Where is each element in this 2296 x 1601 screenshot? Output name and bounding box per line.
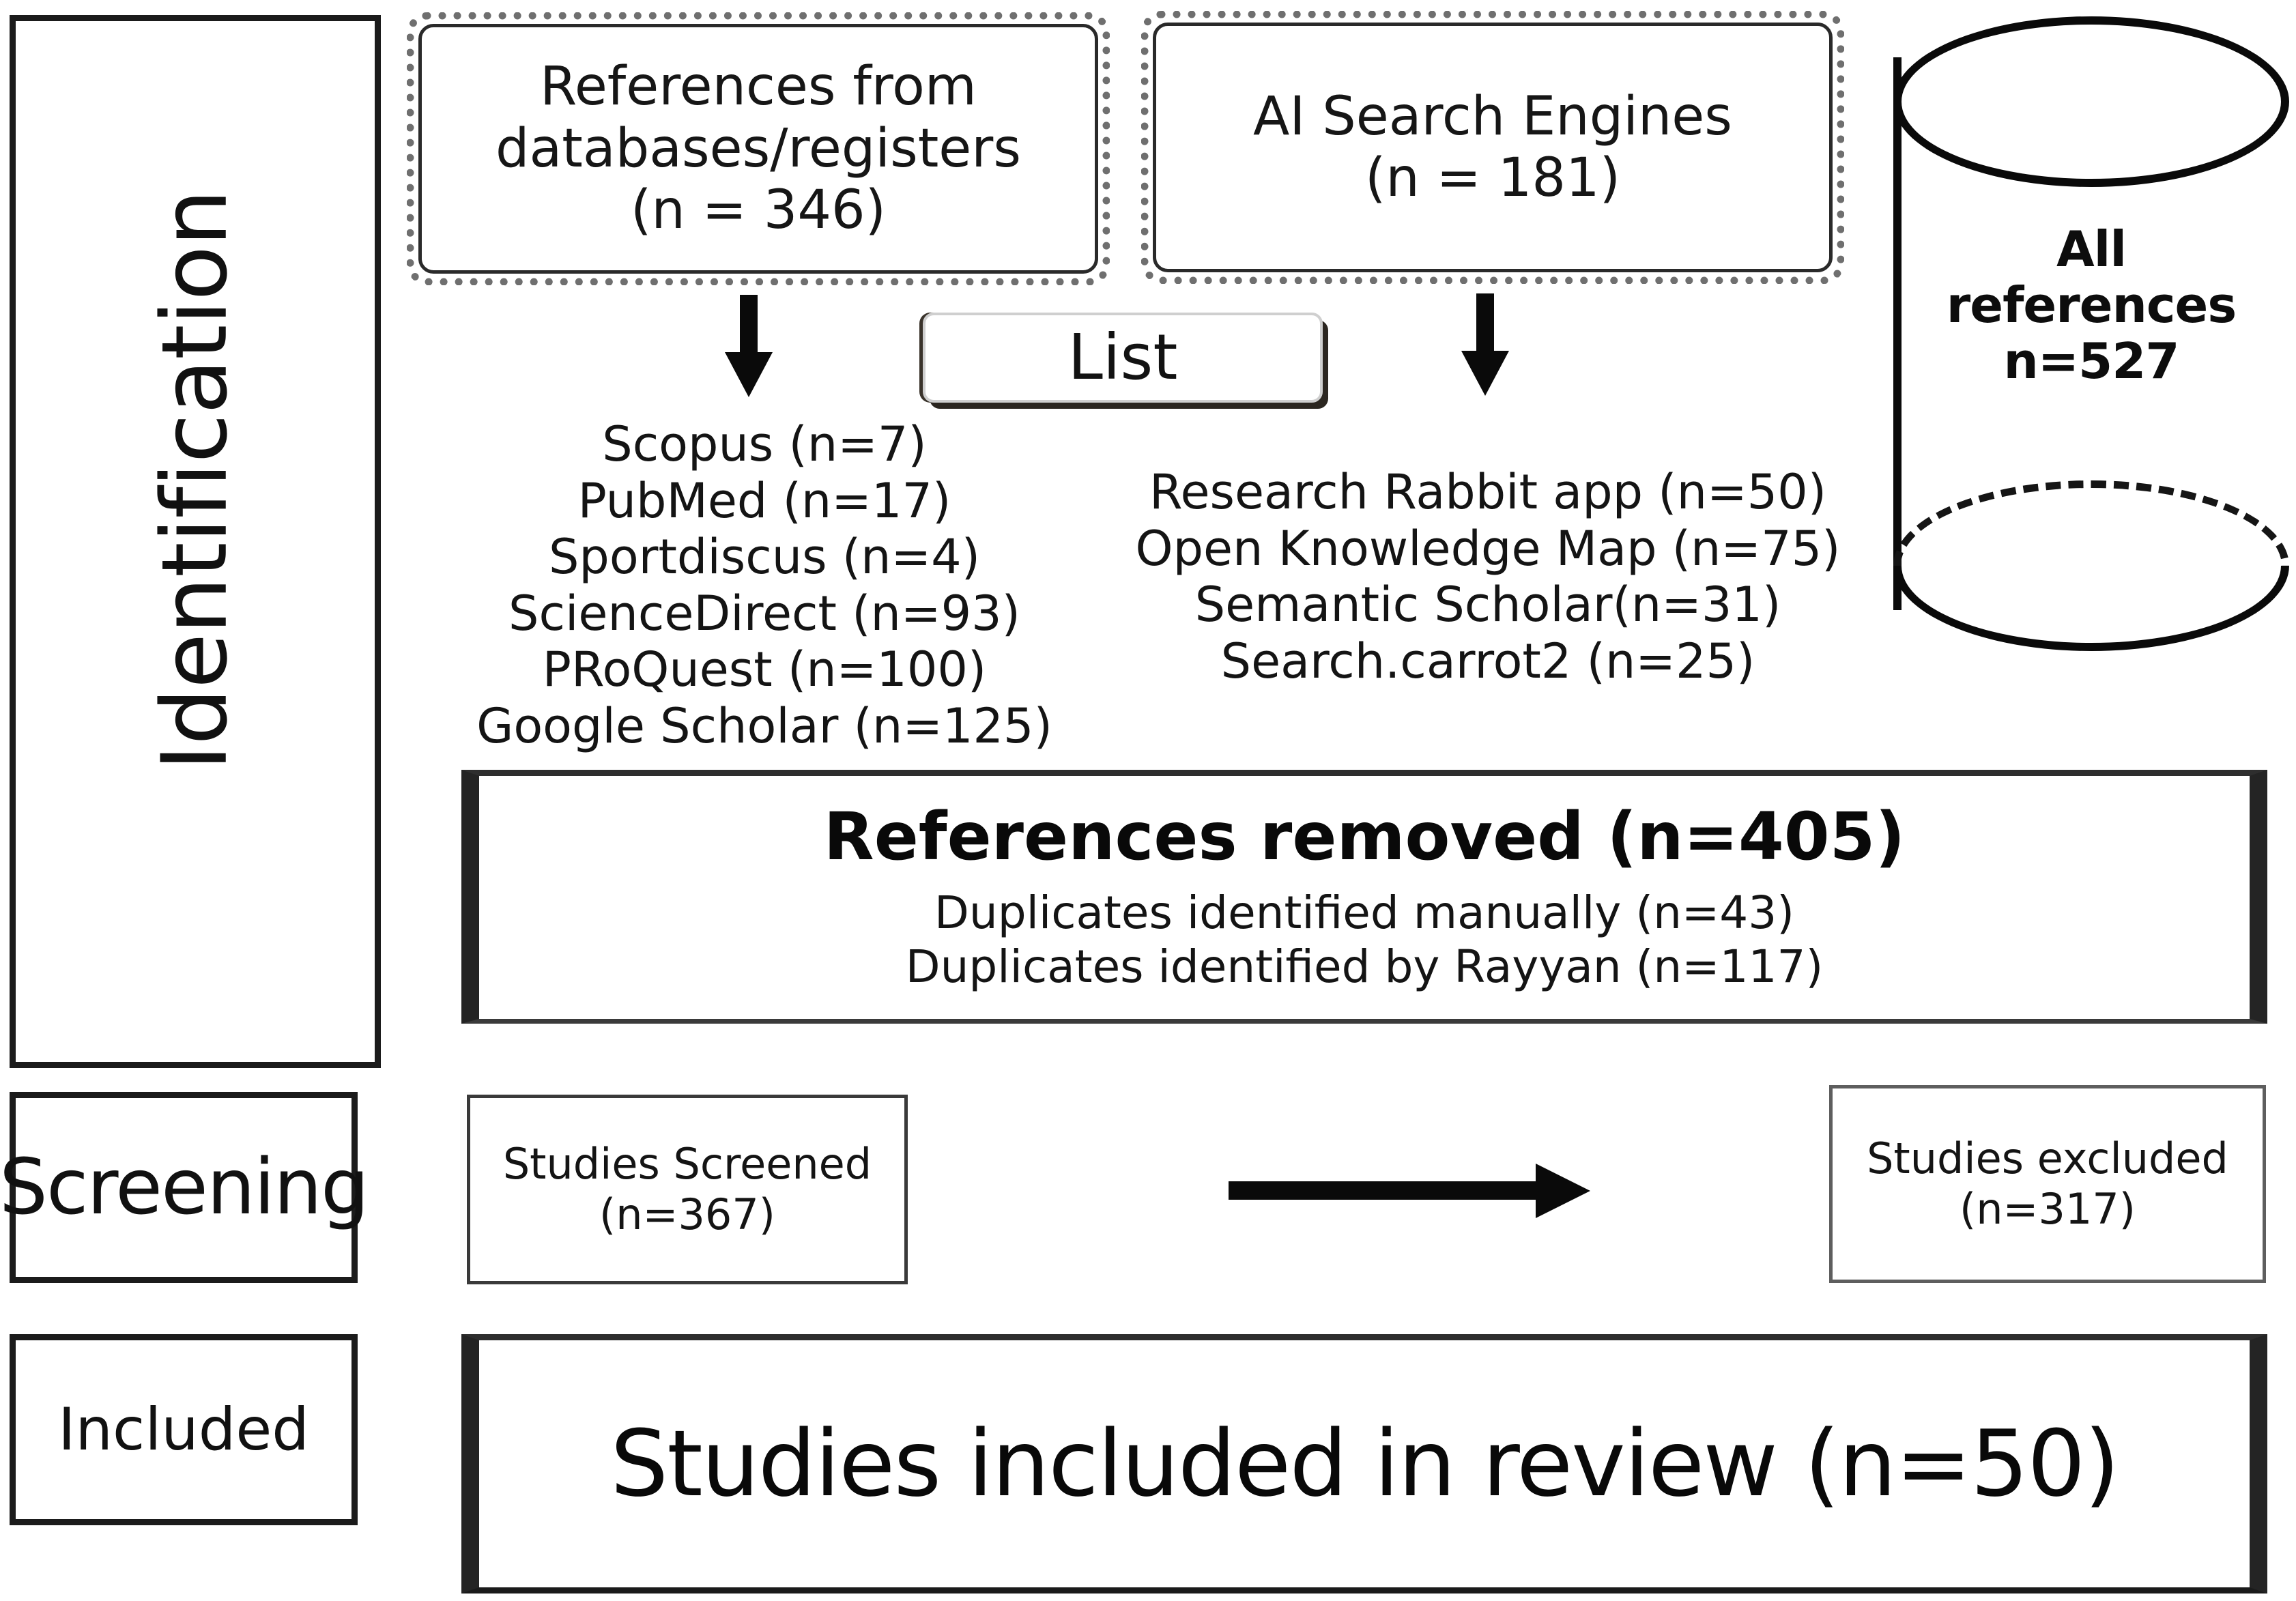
list-item: Search.carrot2 (n=25) [1220,633,1755,689]
list-item: Research Rabbit app (n=50) [1149,464,1827,520]
cylinder-text: All references n=527 [1893,221,2289,389]
node-ai-search-engines: AI Search Engines (n = 181) [1141,11,1844,284]
stage-label-included: Included [10,1334,358,1525]
stage-label-identification: Identification [10,15,381,1068]
node-all-references-cylinder: All references n=527 [1893,16,2296,651]
node-databases-count: (n = 346) [630,179,887,242]
studies-excluded-label: Studies excluded [1867,1133,2228,1183]
arrow-head [1536,1164,1590,1218]
arrow-down-databases-icon [725,295,773,401]
node-ai-search-engines-inner: AI Search Engines (n = 181) [1153,23,1833,272]
list-item: Google Scholar (n=125) [476,697,1052,754]
node-studies-screened: Studies Screened (n=367) [467,1095,908,1284]
stage-label-included-text: Included [58,1396,309,1464]
arrow-head [725,352,773,397]
stage-label-screening-text: Screening [0,1143,369,1232]
node-databases-registers-inner: References from databases/registers (n =… [418,24,1098,274]
list-item: PubMed (n=17) [577,472,951,529]
list-item: ScienceDirect (n=93) [508,585,1020,641]
stage-label-identification-text: Identification [143,189,248,771]
list-callout-label: List [1067,321,1178,394]
arrow-down-ai-icon [1461,293,1509,399]
node-studies-included-in-review: Studies included in review (n=50) [461,1334,2267,1593]
list-item: Open Knowledge Map (n=75) [1135,520,1841,577]
studies-included-text: Studies included in review (n=50) [610,1411,2120,1517]
database-source-list: Scopus (n=7) PubMed (n=17) Sportdiscus (… [437,416,1092,755]
references-removed-detail-rayyan: Duplicates identified by Rayyan (n=117) [905,940,1824,993]
list-item: Scopus (n=7) [602,416,927,472]
cylinder-line-2: references [1946,276,2237,334]
arrow-head [1461,351,1509,396]
cylinder-line-1: All [2056,220,2127,278]
node-ai-count: (n = 181) [1364,147,1621,209]
arrow-shaft [1229,1181,1542,1200]
node-databases-line-1: References from [540,56,977,118]
cylinder-count: n=527 [2003,332,2180,390]
list-item: PRoQuest (n=100) [542,641,987,698]
list-item: Sportdiscus (n=4) [548,529,981,586]
arrow-right-exclusion-icon [1229,1164,1590,1218]
references-removed-header: References removed (n=405) [823,798,1906,876]
cylinder-top-ellipse [1893,16,2289,187]
list-callout-box: List [923,313,1323,403]
node-references-removed: References removed (n=405) Duplicates id… [461,770,2267,1024]
stage-label-screening: Screening [0,1092,369,1283]
studies-screened-label: Studies Screened [502,1138,872,1189]
node-studies-excluded: Studies excluded (n=317) [1829,1085,2266,1283]
references-removed-detail-manual: Duplicates identified manually (n=43) [934,886,1794,939]
node-ai-line-1: AI Search Engines [1253,85,1732,147]
node-databases-registers: References from databases/registers (n =… [407,12,1110,285]
list-item: Semantic Scholar(n=31) [1194,577,1781,633]
ai-source-list: Research Rabbit app (n=50) Open Knowledg… [1133,464,1843,689]
node-databases-line-2: databases/registers [496,117,1021,179]
studies-excluded-count: (n=317) [1960,1184,2136,1234]
studies-screened-count: (n=367) [599,1189,775,1239]
